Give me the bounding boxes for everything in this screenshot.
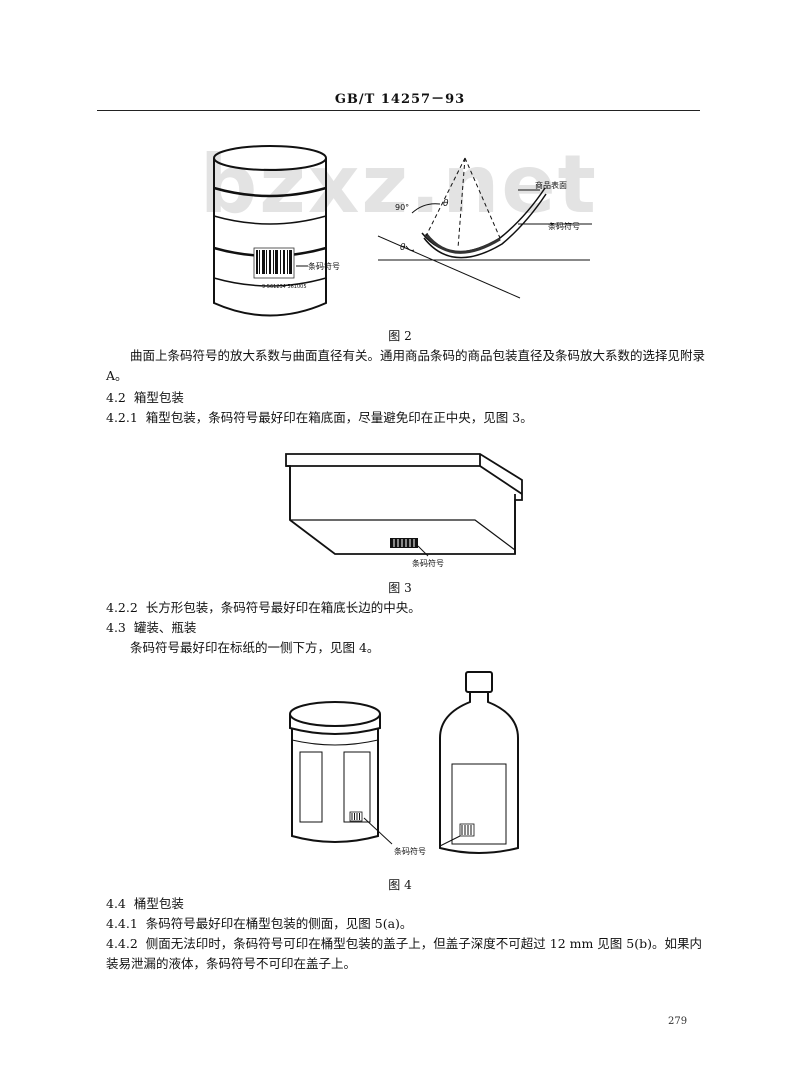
theta-label-bottom: θ bbox=[400, 243, 406, 253]
can bbox=[289, 701, 381, 843]
figure-2: 9 561234 561005 条码符号 90° θ θ 商品表面 条码符号 bbox=[200, 138, 620, 338]
section-4-4-2-number: 4.4.2 bbox=[106, 936, 138, 951]
header-rule bbox=[97, 110, 700, 111]
section-4-2-2: 4.2.2 长方形包装，条码符号最好印在箱底长边的中央。 bbox=[106, 598, 706, 618]
section-4-2-1-number: 4.2.1 bbox=[106, 410, 138, 425]
page-number: 279 bbox=[668, 1016, 688, 1027]
section-4-4: 4.4 桶型包装 bbox=[106, 894, 184, 914]
figure-2-label-barcode: 条码符号 bbox=[308, 261, 340, 271]
figure-4-caption: 图 4 bbox=[388, 878, 412, 892]
section-4-4-2-text: 侧面无法印时，条码符号可印在桶型包装的盖子上，但盖子深度不可超过 12 mm 见… bbox=[106, 936, 702, 971]
figure-2-drawing: 9 561234 561005 条码符号 90° θ θ 商品表面 条码符号 bbox=[213, 145, 592, 317]
box-barcode bbox=[390, 538, 429, 557]
section-4-4-number: 4.4 bbox=[106, 896, 126, 911]
barcode-digits: 9 561234 561005 bbox=[262, 284, 307, 290]
figure-3: 条码符号 bbox=[280, 450, 530, 575]
section-4-4-1-number: 4.4.1 bbox=[106, 916, 138, 931]
section-4-2-1-text: 箱型包装，条码符号最好印在箱底面，尽量避免印在正中央，见图 3。 bbox=[145, 410, 533, 425]
figure-4: 条码符号 bbox=[280, 668, 540, 868]
section-4-4-title: 桶型包装 bbox=[133, 896, 184, 911]
figure-3-label: 条码符号 bbox=[412, 558, 444, 568]
angle-90-label: 90° bbox=[395, 203, 409, 212]
figure-2-label-surface: 商品表面 bbox=[535, 180, 567, 190]
bottle bbox=[439, 671, 519, 854]
section-4-2-number: 4.2 bbox=[106, 390, 126, 405]
section-4-3-number: 4.3 bbox=[106, 620, 126, 635]
section-4-3-title: 罐装、瓶装 bbox=[133, 620, 197, 635]
section-4-4-1: 4.4.1 条码符号最好印在桶型包装的侧面，见图 5(a)。 bbox=[106, 914, 706, 934]
figure-2-caption: 图 2 bbox=[388, 329, 412, 343]
theta-label-top: θ bbox=[443, 199, 449, 209]
paragraph-figure-2: 曲面上条码符号的放大系数与曲面直径有关。通用商品条码的商品包装直径及条码放大系数… bbox=[106, 348, 706, 383]
figure-3-caption: 图 3 bbox=[388, 581, 412, 595]
page-header: GB/T 14257－93 bbox=[334, 92, 466, 107]
paragraph-4-3: 条码符号最好印在标纸的一侧下方，见图 4。 bbox=[130, 640, 380, 655]
section-4-2-title: 箱型包装 bbox=[133, 390, 184, 405]
drum-barcode bbox=[253, 247, 295, 279]
figure-4-label: 条码符号 bbox=[394, 846, 426, 856]
figure-4-drawing: 条码符号 bbox=[289, 671, 519, 856]
section-4-2-2-text: 长方形包装，条码符号最好印在箱底长边的中央。 bbox=[145, 600, 421, 615]
section-4-4-2: 4.4.2 侧面无法印时，条码符号可印在桶型包装的盖子上，但盖子深度不可超过 1… bbox=[106, 934, 706, 974]
section-4-3: 4.3 罐装、瓶装 bbox=[106, 618, 196, 638]
figure-2-label-symbol: 条码符号 bbox=[548, 221, 580, 231]
can-barcode bbox=[349, 811, 363, 822]
section-4-2: 4.2 箱型包装 bbox=[106, 388, 184, 408]
figure-3-drawing: 条码符号 bbox=[285, 453, 523, 568]
section-4-4-1-text: 条码符号最好印在桶型包装的侧面，见图 5(a)。 bbox=[145, 916, 413, 931]
bottle-barcode bbox=[459, 823, 475, 837]
section-4-2-1: 4.2.1 箱型包装，条码符号最好印在箱底面，尽量避免印在正中央，见图 3。 bbox=[106, 408, 706, 428]
section-4-2-2-number: 4.2.2 bbox=[106, 600, 138, 615]
